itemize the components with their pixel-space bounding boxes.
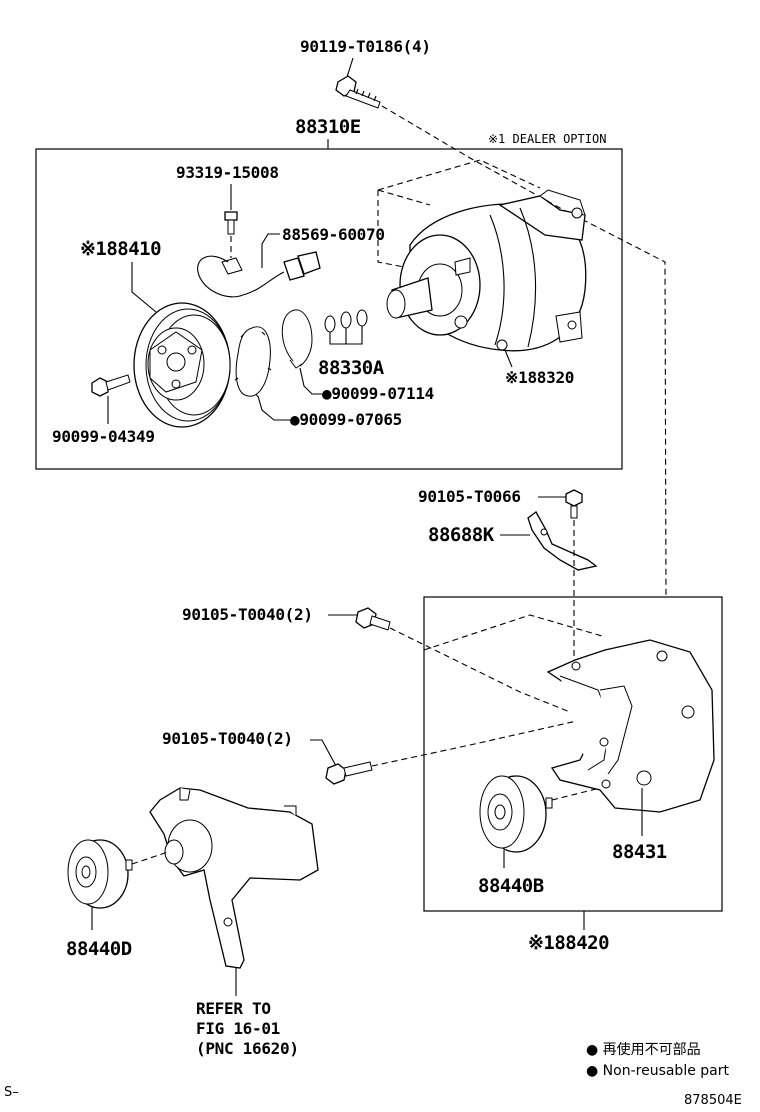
bolt-top-label: 90119-T0186(4) [300, 37, 431, 56]
pulley-b-part [479, 775, 553, 853]
bolt-t0066-label: 90105-T0066 [418, 487, 521, 506]
bolt-t0040-b-label: 90105-T0040(2) [162, 729, 293, 748]
legend-cn: ● 再使用不可部品 [586, 1041, 701, 1058]
refer-line1: REFER TO [196, 999, 271, 1018]
shim-label: ●90099-07065 [290, 410, 402, 429]
compressor-label: ※188320 [505, 368, 574, 387]
snap-ring-part [281, 309, 313, 369]
shim-part [234, 326, 272, 398]
bolt-t0040-a-label: 90105-T0040(2) [182, 605, 313, 624]
bolt-top-part [335, 75, 381, 109]
screw-part [224, 211, 238, 235]
oring-part [324, 309, 368, 333]
refer-line3: (PNC 16620) [196, 1039, 299, 1058]
dealer-option-note: ※1 DEALER OPTION [488, 132, 606, 146]
legend-en: ● Non-reusable part [586, 1063, 729, 1079]
figure-code: 878504E [684, 1093, 742, 1108]
assembly-frame [35, 148, 623, 470]
bracket-k-part [527, 511, 598, 571]
bracket-frame [423, 596, 723, 912]
page-prefix: S– [4, 1085, 19, 1100]
clutch-bolt-label: 90099-04349 [52, 427, 155, 446]
bracket-label: 88431 [612, 841, 667, 863]
bracket-k-label: 88688K [428, 524, 495, 546]
assembly-label: 88310E [295, 116, 361, 138]
bracket-assy-label: ※188420 [528, 932, 609, 954]
pulley-b-label: 88440B [478, 875, 544, 897]
harness-part [197, 251, 321, 298]
engine-bracket-part [149, 787, 319, 969]
clutch-part [133, 302, 231, 428]
pulley-d-label: 88440D [66, 938, 132, 960]
refer-line2: FIG 16-01 [196, 1019, 280, 1038]
bracket-part [546, 639, 715, 813]
snap-ring-label: ●90099-07114 [322, 384, 434, 403]
bolt-t0040-a-part [355, 607, 391, 631]
clutch-bolt-part [91, 374, 131, 397]
bolt-t0040-b-part [325, 761, 373, 785]
bolt-t0066-part [565, 489, 583, 519]
clutch-label: ※188410 [80, 238, 161, 260]
compressor-part [377, 159, 587, 352]
oring-label: 88330A [318, 357, 385, 379]
pulley-d-part [67, 839, 133, 909]
screw-label: 93319-15008 [176, 163, 279, 182]
harness-label: 88569-60070 [282, 225, 385, 244]
